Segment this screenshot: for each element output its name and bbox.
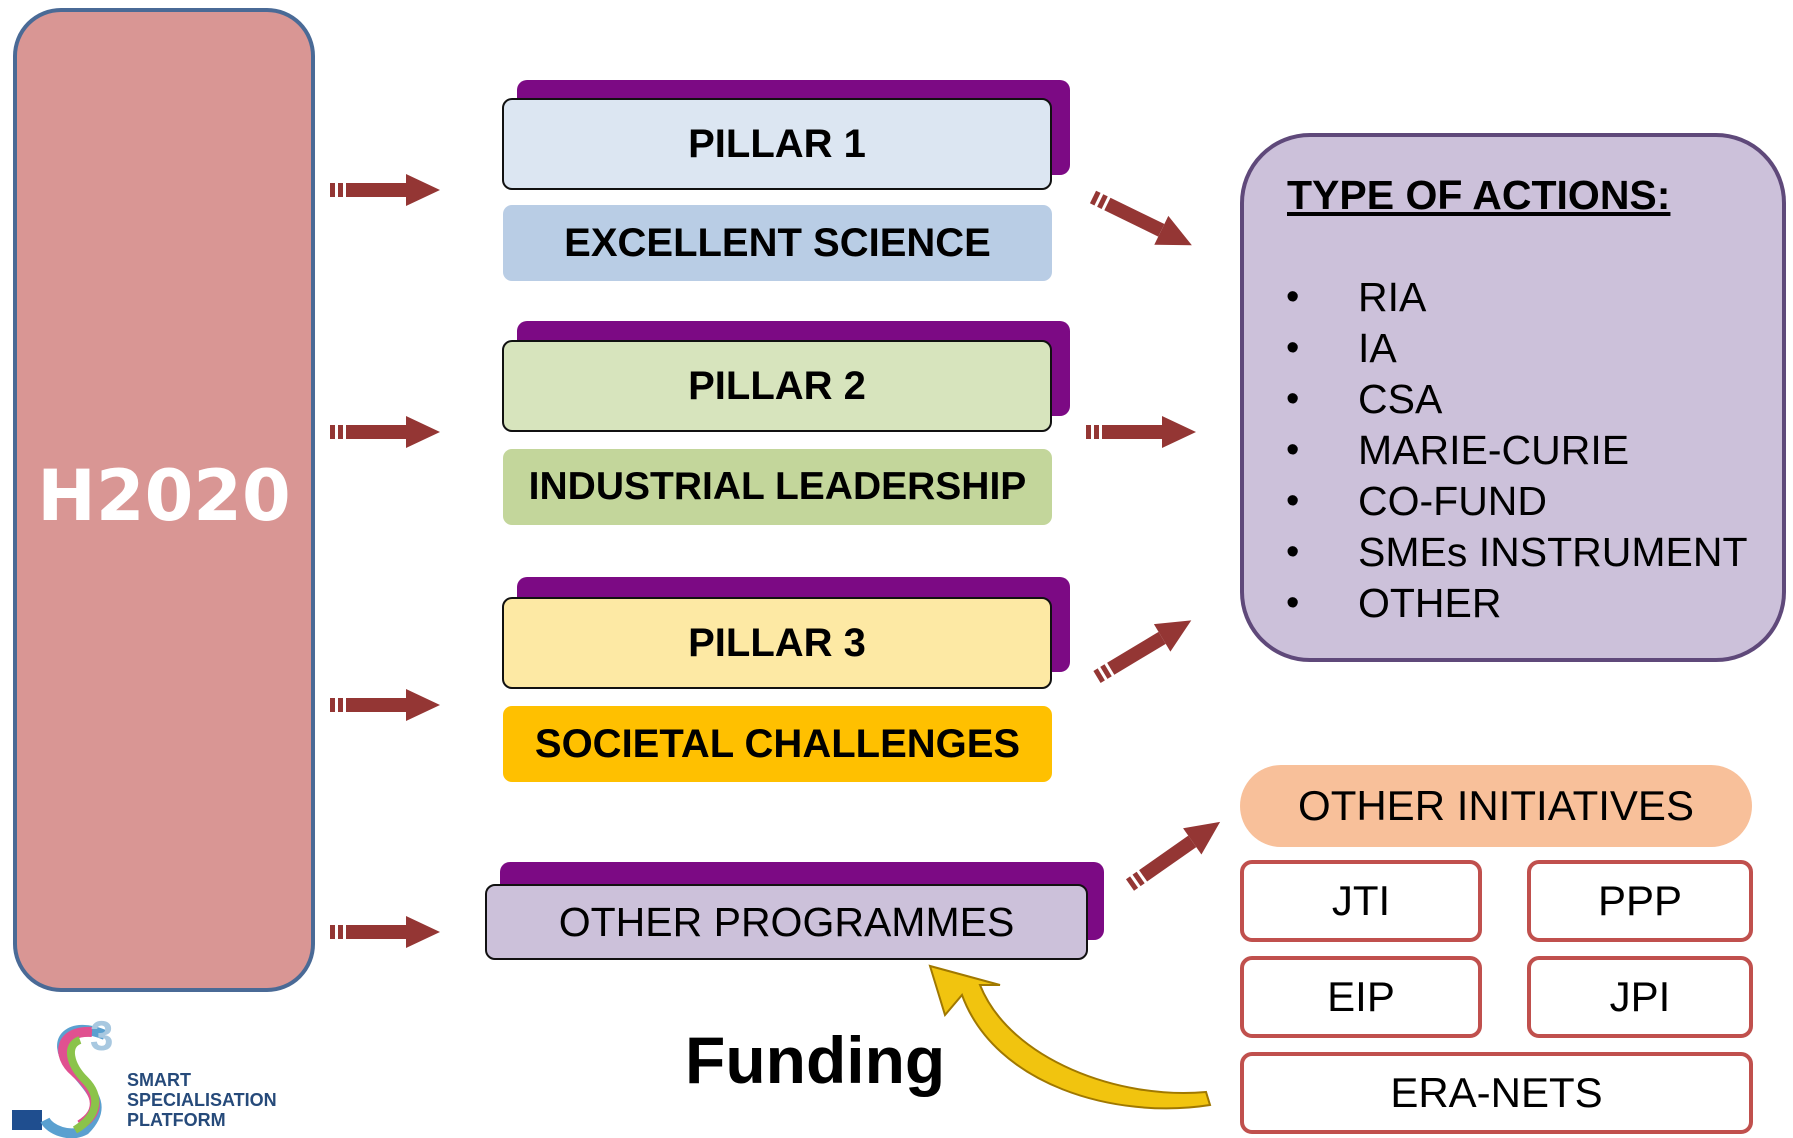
initiative-box-era-nets: ERA-NETS [1240,1052,1753,1134]
arrow-pillar-1-actions [1085,182,1199,260]
initiative-label: PPP [1597,877,1683,924]
action-item: CSA [1358,376,1443,422]
action-bullet: • [1286,378,1300,420]
curved-funding-arrow [928,964,1212,1110]
h2020-box [13,8,315,992]
pillar-2-title: PILLAR 2 [688,363,866,408]
initiative-box-jpi: JPI [1527,956,1753,1038]
type-of-actions-title: TYPE OF ACTIONS: [1287,172,1671,218]
type-of-actions-box [1240,133,1786,662]
initiative-box-ppp: PPP [1527,860,1753,942]
logo-line-3: PLATFORM [127,1110,226,1130]
arrow-h2020-pillar-1 [330,174,440,206]
action-item: IA [1358,325,1397,371]
other-initiatives-title: OTHER INITIATIVES [1240,765,1752,847]
arrow-other-programmes-initiatives [1120,808,1230,899]
pillar-3-title: PILLAR 3 [688,620,866,665]
action-item: OTHER [1358,580,1502,626]
other-initiatives-label: OTHER INITIATIVES [1298,782,1694,829]
arrow-pillar-2-actions [1086,416,1196,448]
logo-number: 3 [90,1012,113,1059]
pillar-1-box: PILLAR 1 [502,98,1052,190]
pillar-3-band: SOCIETAL CHALLENGES [503,706,1052,782]
action-item: MARIE-CURIE [1358,427,1630,473]
logo-line-2: SPECIALISATION [127,1090,277,1110]
action-item: RIA [1358,274,1427,320]
initiative-label: JPI [1609,973,1671,1020]
action-bullet: • [1286,429,1300,471]
pillar-2-subtitle: INDUSTRIAL LEADERSHIP [528,465,1027,508]
h2020-label: H2020 [37,455,291,537]
arrow-h2020-pillar-2 [330,416,440,448]
pillar-1-band: EXCELLENT SCIENCE [503,205,1052,281]
pillar-3-box: PILLAR 3 [502,597,1052,689]
action-bullet: • [1286,327,1300,369]
action-item: CO-FUND [1358,478,1548,524]
logo-text: SMART SPECIALISATION PLATFORM [127,1070,277,1130]
action-bullet: • [1286,582,1300,624]
action-item: SMEs INSTRUMENT [1358,529,1748,575]
pillar-1-title: PILLAR 1 [688,121,866,166]
arrow-pillar-3-actions [1088,606,1200,691]
other-programmes-box: OTHER PROGRAMMES [485,884,1088,960]
initiative-box-eip: EIP [1240,956,1482,1038]
initiative-label: JTI [1331,877,1391,924]
pillar-2-box: PILLAR 2 [502,340,1052,432]
action-bullet: • [1286,480,1300,522]
action-bullet: • [1286,531,1300,573]
s3-platform-logo: 3 [12,1012,113,1138]
logo-line-1: SMART [127,1070,191,1090]
arrow-h2020-pillar-3 [330,689,440,721]
initiative-box-jti: JTI [1240,860,1482,942]
initiative-label: EIP [1327,973,1395,1020]
initiative-label: ERA-NETS [1390,1069,1603,1116]
other-programmes-label: OTHER PROGRAMMES [558,898,1015,945]
pillar-1-subtitle: EXCELLENT SCIENCE [564,220,991,265]
arrow-h2020-other-programmes [330,916,440,948]
funding-label: Funding [685,1023,946,1097]
action-bullet: • [1286,276,1300,318]
pillar-3-subtitle: SOCIETAL CHALLENGES [534,721,1021,766]
pillar-2-band: INDUSTRIAL LEADERSHIP [503,449,1052,525]
